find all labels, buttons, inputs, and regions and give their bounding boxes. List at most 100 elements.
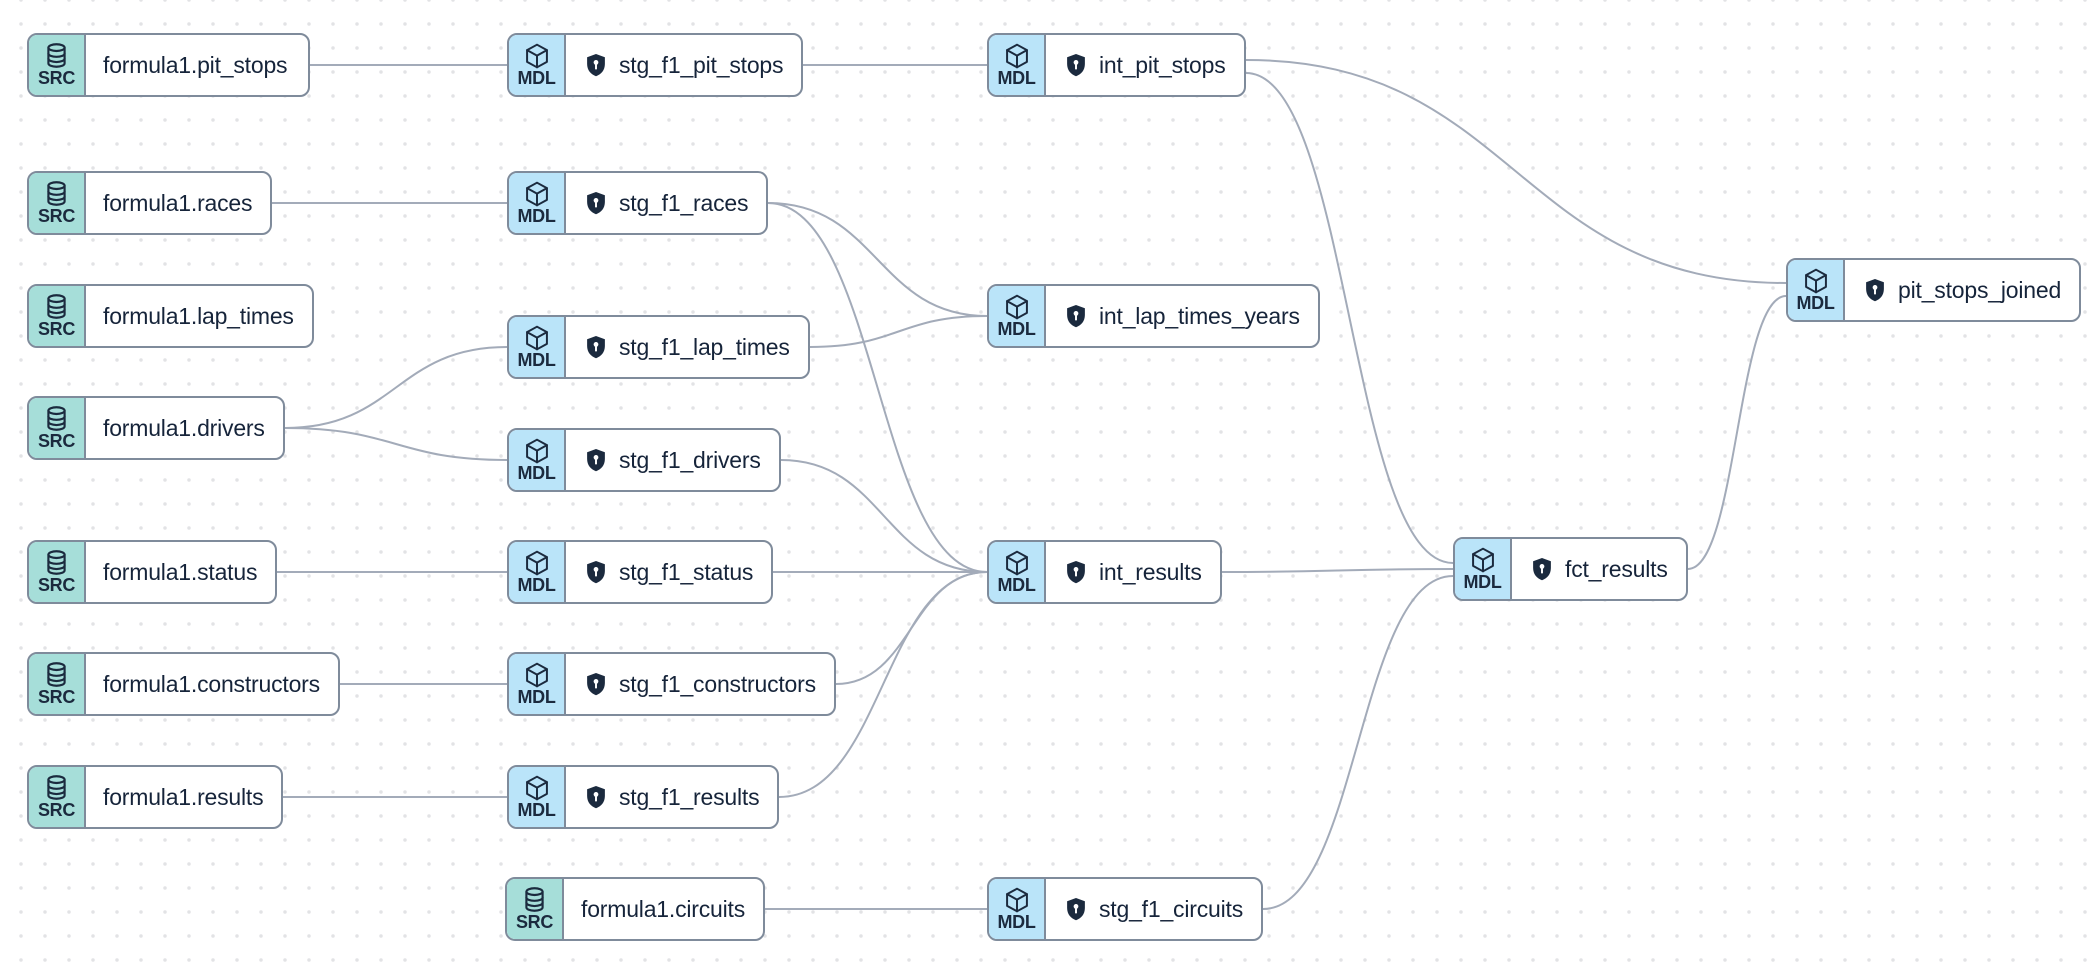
node-label: stg_f1_circuits	[1099, 895, 1244, 922]
node-label: stg_f1_races	[619, 189, 749, 216]
lineage-node-stg-results[interactable]: MDL stg_f1_results	[507, 765, 780, 829]
node-label: stg_f1_constructors	[619, 670, 816, 697]
node-type-label: MDL	[997, 319, 1036, 339]
node-type-badge: MDL	[989, 286, 1046, 346]
database-icon	[43, 774, 70, 801]
node-label: formula1.pit_stops	[103, 51, 288, 78]
node-label: formula1.results	[103, 783, 264, 810]
lineage-node-int-pit-stops[interactable]: MDL int_pit_stops	[987, 33, 1246, 97]
node-label: stg_f1_status	[619, 558, 754, 585]
node-type-badge: SRC	[507, 879, 564, 939]
node-label: stg_f1_lap_times	[619, 333, 790, 360]
lineage-node-int-lap-times-years[interactable]: MDL int_lap_times_years	[987, 284, 1320, 348]
node-type-badge: MDL	[509, 542, 566, 602]
lineage-node-src-drivers[interactable]: SRC formula1.drivers	[27, 396, 285, 460]
edge-stg-races-to-int-lap-times-years	[767, 202, 988, 317]
node-type-label: SRC	[37, 431, 76, 451]
shield-lock-icon	[1862, 277, 1888, 303]
node-type-label: MDL	[997, 912, 1036, 932]
database-icon	[43, 180, 70, 207]
edge-int-results-to-fct-results	[1221, 568, 1454, 573]
node-type-label: MDL	[517, 68, 556, 88]
lineage-node-src-races[interactable]: SRC formula1.races	[27, 171, 273, 235]
cube-icon	[1003, 42, 1031, 69]
lineage-node-stg-drivers[interactable]: MDL stg_f1_drivers	[507, 428, 781, 492]
lineage-node-src-circuits[interactable]: SRC formula1.circuits	[505, 877, 766, 941]
database-icon	[521, 886, 548, 913]
node-type-badge: SRC	[29, 35, 86, 95]
database-icon	[43, 549, 70, 576]
shield-lock-icon	[583, 784, 609, 810]
edge-fct-results-to-pit-stops-joined	[1687, 295, 1787, 570]
node-label: formula1.lap_times	[103, 302, 294, 329]
cube-icon	[523, 549, 551, 576]
lineage-node-stg-lap-times[interactable]: MDL stg_f1_lap_times	[507, 315, 810, 379]
edge-int-pit-stops-to-fct-results	[1245, 72, 1454, 564]
node-type-label: MDL	[517, 687, 556, 707]
node-label: int_results	[1099, 558, 1202, 585]
lineage-node-stg-pit-stops[interactable]: MDL stg_f1_pit_stops	[507, 33, 804, 97]
database-icon	[43, 405, 70, 432]
node-label: fct_results	[1565, 555, 1668, 582]
lineage-node-stg-constructors[interactable]: MDL stg_f1_constructors	[507, 652, 836, 716]
shield-lock-icon	[583, 559, 609, 585]
node-type-badge: SRC	[29, 398, 86, 458]
node-type-badge: MDL	[989, 542, 1046, 602]
node-type-badge: SRC	[29, 654, 86, 714]
node-type-badge: MDL	[509, 430, 566, 490]
node-type-label: MDL	[997, 575, 1036, 595]
cube-icon	[523, 437, 551, 464]
database-icon	[43, 42, 70, 69]
node-label: formula1.circuits	[581, 895, 746, 922]
lineage-node-src-status[interactable]: SRC formula1.status	[27, 540, 278, 604]
node-type-badge: MDL	[509, 35, 566, 95]
node-type-label: MDL	[517, 575, 556, 595]
shield-lock-icon	[1063, 896, 1089, 922]
lineage-node-stg-circuits[interactable]: MDL stg_f1_circuits	[987, 877, 1264, 941]
shield-lock-icon	[583, 334, 609, 360]
edge-int-pit-stops-to-pit-stops-joined	[1245, 59, 1787, 284]
database-icon	[43, 661, 70, 688]
node-type-label: SRC	[515, 912, 554, 932]
lineage-node-fct-results[interactable]: MDL fct_results	[1453, 537, 1688, 601]
node-type-badge: MDL	[509, 317, 566, 377]
shield-lock-icon	[1529, 556, 1555, 582]
node-type-label: MDL	[1463, 572, 1502, 592]
cube-icon	[1802, 267, 1830, 294]
node-type-label: SRC	[37, 575, 76, 595]
lineage-node-src-lap-times[interactable]: SRC formula1.lap_times	[27, 284, 314, 348]
edge-stg-results-to-int-results	[778, 571, 988, 798]
edge-stg-races-to-int-results	[767, 202, 988, 573]
lineage-node-pit-stops-joined[interactable]: MDL pit_stops_joined	[1786, 258, 2082, 322]
node-label: formula1.constructors	[103, 670, 320, 697]
cube-icon	[523, 324, 551, 351]
edge-stg-circuits-to-fct-results	[1262, 575, 1454, 910]
lineage-node-int-results[interactable]: MDL int_results	[987, 540, 1222, 604]
edge-stg-lap-times-to-int-lap-times-years	[809, 315, 988, 348]
cube-icon	[1003, 549, 1031, 576]
node-type-badge: SRC	[29, 286, 86, 346]
cube-icon	[523, 42, 551, 69]
lineage-node-src-pit-stops[interactable]: SRC formula1.pit_stops	[27, 33, 310, 97]
lineage-node-stg-races[interactable]: MDL stg_f1_races	[507, 171, 769, 235]
node-type-label: SRC	[37, 206, 76, 226]
lineage-node-src-results[interactable]: SRC formula1.results	[27, 765, 284, 829]
lineage-node-src-constructors[interactable]: SRC formula1.constructors	[27, 652, 340, 716]
node-type-badge: MDL	[509, 654, 566, 714]
shield-lock-icon	[1063, 559, 1089, 585]
node-label: formula1.races	[103, 189, 253, 216]
node-type-badge: MDL	[1788, 260, 1845, 320]
cube-icon	[1003, 886, 1031, 913]
lineage-node-stg-status[interactable]: MDL stg_f1_status	[507, 540, 774, 604]
node-label: pit_stops_joined	[1898, 276, 2062, 303]
node-type-label: SRC	[37, 68, 76, 88]
node-label: stg_f1_drivers	[619, 446, 761, 473]
database-icon	[43, 293, 70, 320]
shield-lock-icon	[583, 447, 609, 473]
shield-lock-icon	[583, 671, 609, 697]
node-type-label: MDL	[517, 463, 556, 483]
node-type-label: SRC	[37, 687, 76, 707]
edge-src-drivers-to-stg-drivers	[284, 427, 508, 461]
